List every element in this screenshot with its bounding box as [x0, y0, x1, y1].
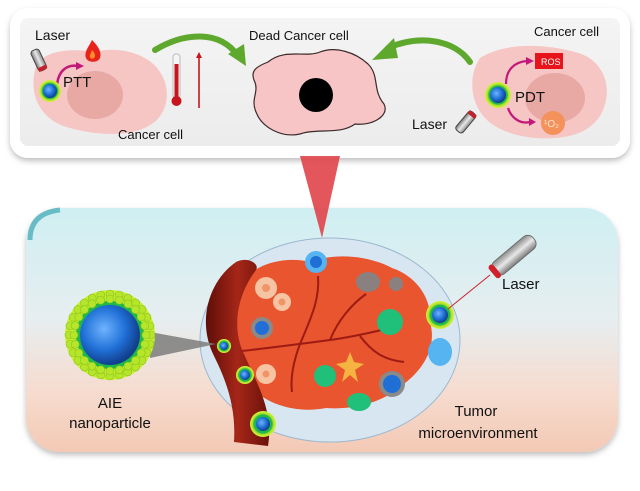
o2-arrow-icon	[506, 107, 531, 124]
dead-cancer-cell	[252, 49, 386, 136]
ptt-cancer-cell	[33, 49, 167, 134]
surface-bead	[131, 305, 140, 314]
surface-bead	[87, 361, 97, 371]
nanoparticle-icon-pdt	[485, 82, 511, 108]
surface-bead	[136, 312, 146, 322]
pdt-to-dead-arrow-icon	[385, 37, 473, 65]
thermometer-icon	[171, 53, 182, 106]
bottom-laser-label: Laser	[502, 276, 540, 293]
top-panel: Laser PTT Cancer cell Dead Cancer cell	[10, 8, 630, 158]
surface-bead	[70, 340, 80, 349]
laser-device-icon	[488, 234, 537, 279]
surface-bead	[136, 348, 146, 358]
laser-icon	[455, 110, 477, 134]
surface-bead	[80, 305, 89, 314]
cell-nucleus	[67, 71, 123, 119]
aie-label-line2: nanoparticle	[69, 415, 151, 432]
bottom-panel: Laser AIE nanoparticle Tumor microenviro…	[26, 156, 618, 452]
tumor-label-line2: microenvironment	[418, 425, 538, 442]
pdt-cancer-cell	[472, 45, 607, 139]
pdt-laser-label: Laser	[412, 116, 447, 132]
ptt-label: PTT	[63, 74, 91, 91]
ros-badge	[535, 53, 563, 69]
surface-bead	[131, 356, 140, 365]
singlet-oxygen-label: ¹O₂	[544, 119, 559, 130]
nanoparticle-icon-ptt	[39, 80, 61, 102]
aie-label-line1: AIE	[98, 395, 122, 412]
surface-bead	[87, 299, 97, 309]
surface-bead	[74, 312, 84, 322]
pdt-cell-label: Cancer cell	[534, 24, 599, 39]
surface-bead	[123, 361, 133, 371]
vessel-nanoparticle	[217, 339, 231, 353]
surface-bead	[80, 356, 89, 365]
surface-bead	[69, 330, 79, 340]
surface-bead	[70, 321, 80, 330]
surface-bead	[74, 348, 84, 358]
nanoparticle-surface-beads	[64, 289, 156, 381]
vessel-nanoparticle	[250, 411, 276, 437]
blood-vessel	[205, 259, 270, 446]
singlet-oxygen-icon	[541, 111, 565, 135]
ptt-laser-label: Laser	[35, 27, 70, 43]
laser-ray	[447, 274, 491, 310]
magnifier-pointer	[150, 332, 216, 358]
tumor-cells	[251, 251, 452, 411]
dead-cell-label: Dead Cancer cell	[249, 28, 349, 43]
vessel-nanoparticle	[236, 366, 254, 384]
pdt-label: PDT	[515, 89, 545, 106]
surface-bead	[140, 340, 150, 349]
pdt-to-dead-arrowhead-icon	[372, 38, 398, 60]
ptt-cell-label: Cancer cell	[118, 127, 183, 142]
surface-bead	[140, 321, 150, 330]
surface-bead	[115, 365, 124, 375]
tumor-nanoparticle	[426, 301, 454, 329]
temperature-rise-arrow-icon	[196, 52, 202, 108]
surface-bead	[96, 295, 105, 305]
surface-bead	[141, 330, 151, 340]
aie-nanoparticle-large-icon	[65, 290, 155, 380]
ptt-to-dead-arrow-icon	[152, 33, 241, 59]
o2-arrowhead-icon	[529, 118, 536, 126]
cell-nucleus	[525, 73, 585, 123]
laser-icon	[30, 48, 48, 72]
surface-bead	[123, 299, 133, 309]
ros-arrow-icon	[504, 59, 528, 85]
dead-nucleus	[299, 78, 333, 112]
ros-arrowhead-icon	[526, 57, 534, 65]
surface-bead	[105, 294, 115, 304]
ros-badge-label: ROS	[541, 57, 561, 67]
laser-beam	[300, 156, 340, 238]
surface-bead	[105, 366, 115, 376]
bottom-panel-left-edge	[27, 207, 61, 241]
ptt-arrow-icon	[55, 64, 79, 87]
surface-bead	[115, 295, 124, 305]
flame-icon	[85, 40, 101, 62]
surface-bead	[96, 365, 105, 375]
tumor-label-line1: Tumor	[455, 403, 498, 420]
ptt-to-dead-arrowhead-icon	[228, 44, 246, 66]
ptt-arrowhead-icon	[76, 62, 84, 70]
